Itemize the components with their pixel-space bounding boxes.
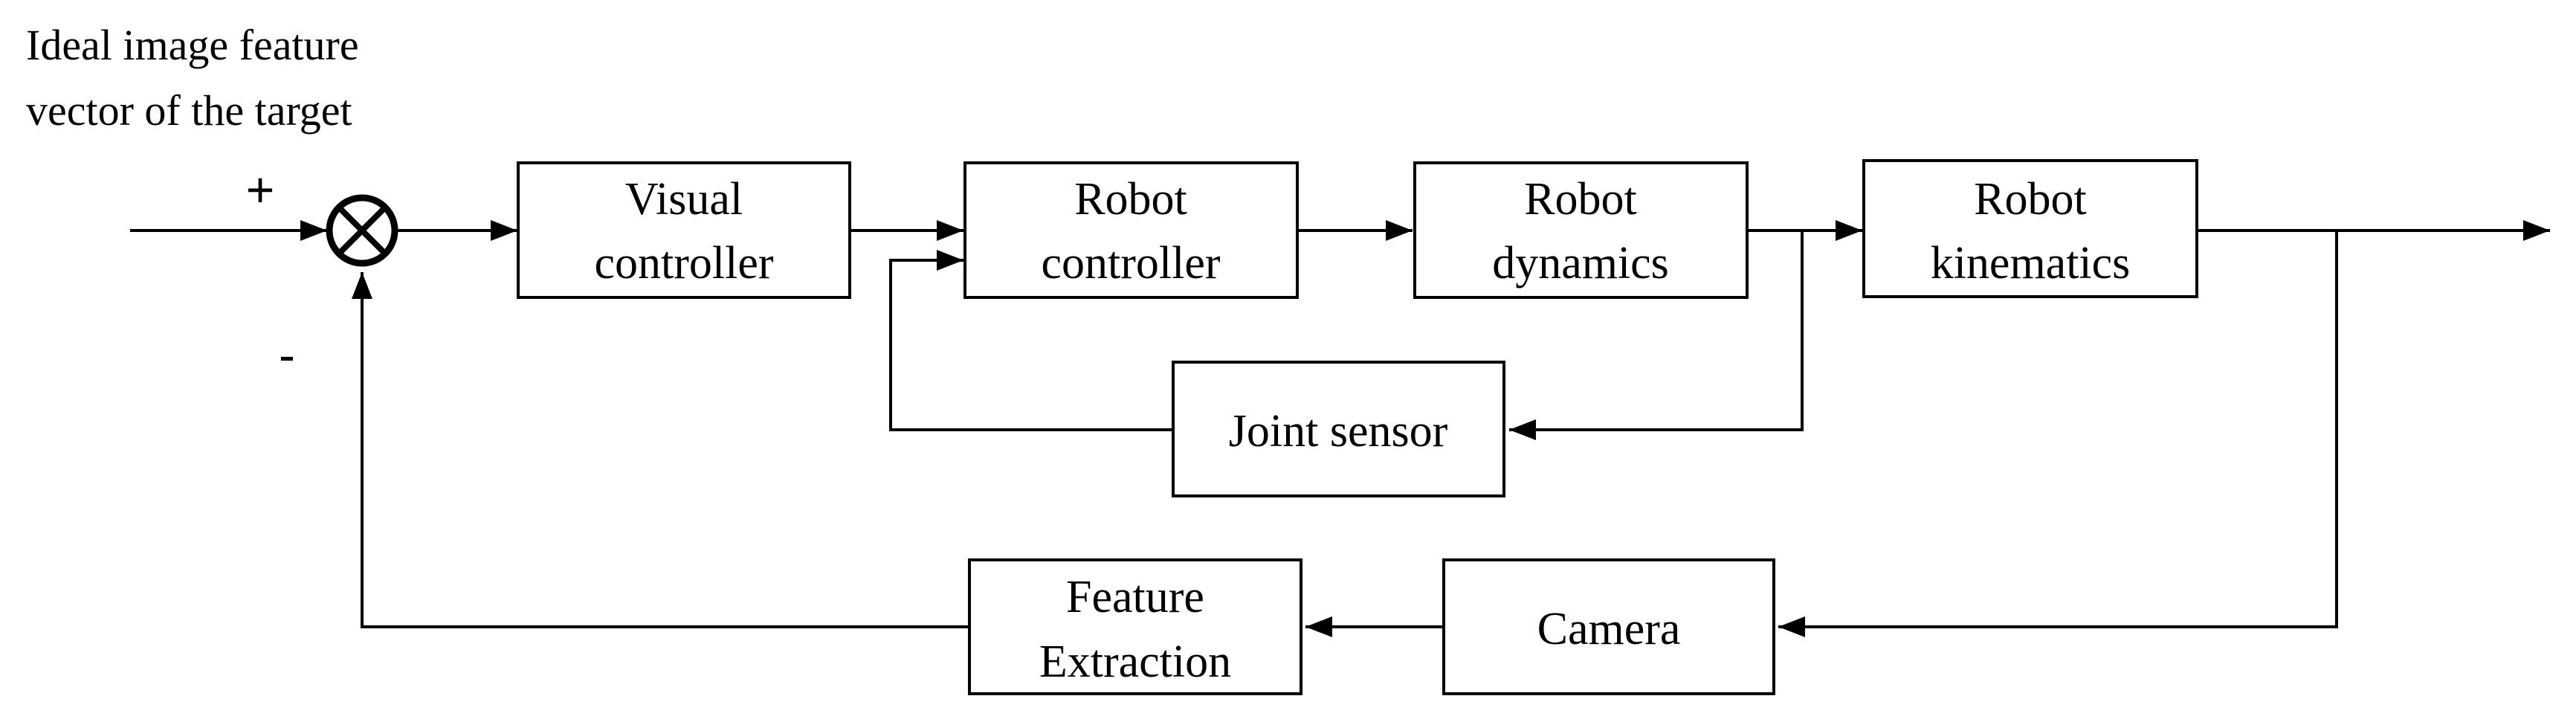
feature-extraction-line2: Extraction bbox=[1039, 636, 1231, 687]
input-label-line1: Ideal image feature bbox=[26, 21, 359, 69]
robot-controller-line2: controller bbox=[1041, 238, 1220, 289]
joint-sensor-feedback-arrow bbox=[889, 250, 1173, 431]
visual-controller-line1: Visual bbox=[625, 174, 743, 225]
joint-sensor-label: Joint sensor bbox=[1229, 406, 1448, 457]
robot-kinematics-block: Robot kinematics bbox=[1862, 159, 2198, 298]
robot-kinematics-line2: kinematics bbox=[1931, 238, 2131, 289]
robot-dynamics-line2: dynamics bbox=[1492, 238, 1669, 289]
input-label-line2: vector of the target bbox=[26, 86, 352, 135]
camera-block: Camera bbox=[1442, 558, 1775, 695]
plus-sign: + bbox=[246, 162, 275, 217]
connections bbox=[130, 220, 2550, 637]
feature-to-sum-arrow bbox=[352, 272, 969, 628]
visual-controller-line2: controller bbox=[594, 238, 773, 289]
robot-dynamics-block: Robot dynamics bbox=[1413, 161, 1749, 299]
robot-kinematics-line1: Robot bbox=[1974, 174, 2087, 225]
feature-extraction-line1: Feature bbox=[1066, 572, 1204, 622]
feature-extraction-block: Feature Extraction bbox=[968, 558, 1302, 695]
joint-sensor-block: Joint sensor bbox=[1172, 361, 1505, 497]
visual-controller-block: Visual controller bbox=[517, 161, 851, 299]
robot-controller-block: Robot controller bbox=[963, 161, 1299, 299]
robot-dynamics-line1: Robot bbox=[1524, 174, 1637, 225]
camera-label: Camera bbox=[1537, 604, 1681, 654]
minus-sign: - bbox=[279, 327, 295, 382]
summing-junction bbox=[326, 194, 398, 267]
output-to-camera-arrow bbox=[1778, 231, 2338, 637]
robot-controller-line1: Robot bbox=[1074, 174, 1187, 225]
joint-sensor-feed-arrow bbox=[1509, 231, 1804, 440]
